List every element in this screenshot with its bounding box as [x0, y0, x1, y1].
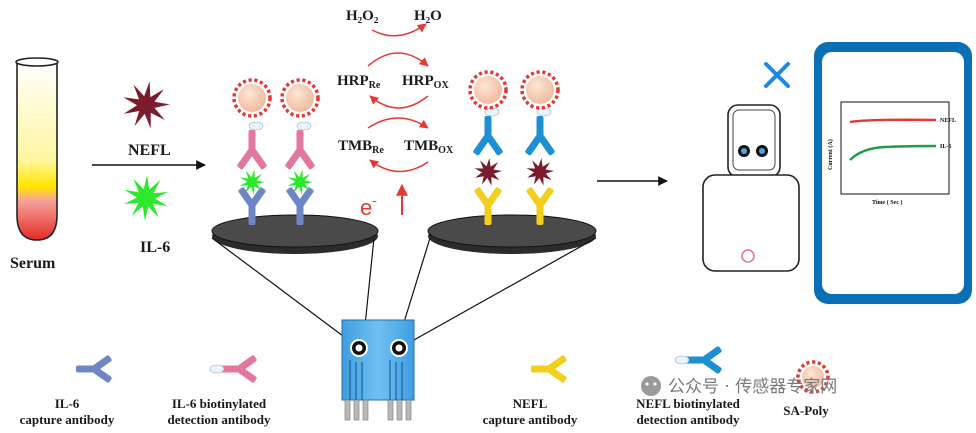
legend-nefl-detection-icon: [674, 346, 722, 374]
legend-nefl-detection-line1: NEFL biotinylated: [636, 396, 740, 411]
nefl-detection-antibody-1: [473, 116, 503, 156]
serum-label: Serum: [10, 255, 56, 272]
serum-tube: [15, 57, 59, 241]
nefl-capture-antibody-2: [526, 187, 554, 225]
legend-icons: [76, 346, 830, 394]
biotin-tag: [248, 121, 264, 131]
legend-nefl-capture-icon: [531, 355, 567, 383]
il6-detection-antibody-1: [237, 130, 267, 170]
nefl-antigen-2: [526, 158, 554, 186]
il6-capture-antibody-2: [286, 187, 314, 225]
il6-trace-label: IL-6: [940, 144, 951, 150]
watermark: 公众号 · 传感器专家网: [641, 376, 837, 397]
legend-sa-poly-icon: [796, 360, 830, 394]
il6-star: [123, 175, 169, 221]
il6-label: IL-6: [140, 239, 170, 256]
legend-sa-poly: SA-Poly: [783, 403, 829, 418]
h2o-label: H₂O: [414, 8, 442, 24]
tmb-ox-label: TMBOX: [404, 138, 454, 156]
plot-ylabel: Current (A): [827, 139, 834, 170]
current-plot: Current (A) Time ( Sec ) NEFL IL-6: [827, 101, 956, 206]
electron-label: e-: [360, 192, 377, 220]
sa-poly-hrp-bead-nefl-1: [468, 70, 508, 110]
reader-device: [702, 104, 800, 272]
nefl-star: [123, 81, 170, 129]
sensor-chip: [341, 319, 415, 421]
plot-xlabel: Time ( Sec ): [872, 199, 902, 206]
hrp-ox-label: HRPOX: [402, 73, 449, 91]
il6-capture-antibody-1: [238, 187, 266, 225]
nefl-trace: [849, 118, 937, 124]
il6-detection-antibody-2: [285, 130, 315, 170]
hrp-re-label: HRPRe: [337, 73, 381, 91]
sa-poly-hrp-bead-il6-1: [232, 78, 272, 118]
nefl-antigen-1: [474, 158, 502, 186]
tmb-re-label: TMBRe: [338, 138, 384, 156]
legend-il6-detection-line2: detection antibody: [168, 412, 271, 427]
redox-cycle: H₂O₂ H₂O HRPRe HRPOX TMBRe TMBOX e-: [337, 8, 454, 220]
nefl-capture-antibody-1: [474, 187, 502, 225]
biotin-tag: [296, 121, 312, 131]
legend-nefl-detection-line2: detection antibody: [637, 412, 740, 427]
sa-poly-hrp-bead-il6-2: [280, 78, 320, 118]
il6-antigen-2: [287, 169, 313, 195]
legend-il6-capture-line1: IL-6: [55, 396, 80, 411]
il6-trace: [849, 144, 937, 161]
smartphone: Current (A) Time ( Sec ) NEFL IL-6: [814, 42, 972, 304]
legend-il6-capture-line2: capture antibody: [20, 412, 115, 427]
legend-il6-detection-line1: IL-6 biotinylated: [172, 396, 267, 411]
h2o2-label: H₂O₂: [346, 8, 379, 24]
electrode-disk-nefl: [427, 214, 597, 254]
legend-nefl-capture-line2: capture antibody: [483, 412, 578, 427]
bluetooth-icon: [764, 62, 790, 88]
antibody-assembly: [232, 70, 560, 225]
nefl-label: NEFL: [128, 142, 171, 159]
il6-antigen-1: [239, 169, 265, 195]
nefl-detection-antibody-2: [525, 116, 555, 156]
electrode-disk-il6: [211, 214, 379, 254]
legend-nefl-capture-line1: NEFL: [513, 396, 548, 411]
legend-il6-capture-icon: [76, 355, 112, 383]
nefl-trace-label: NEFL: [940, 118, 956, 124]
legend-il6-detection-icon: [209, 355, 257, 383]
sa-poly-hrp-bead-nefl-2: [520, 70, 560, 110]
watermark-text: 公众号 · 传感器专家网: [668, 377, 837, 397]
